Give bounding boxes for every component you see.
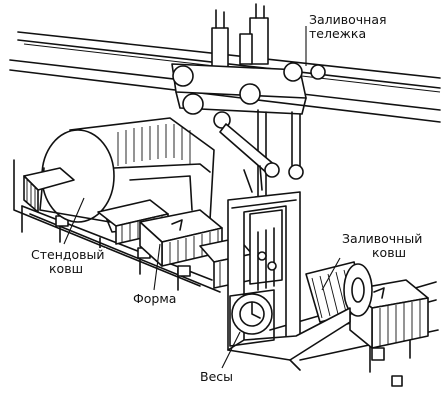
label-mould: Форма — [132, 291, 178, 306]
label-pouring-ladle: Заливочный ковш — [341, 231, 424, 260]
cart-motor-left — [211, 27, 229, 69]
pouring-cart — [171, 3, 326, 207]
label-pouring-cart-line1: Заливочная — [309, 12, 387, 27]
label-pouring-cart: Заливочная тележка — [308, 13, 388, 41]
label-stand-ladle-line2: ковш — [49, 261, 84, 276]
label-mould-text: Форма — [133, 291, 177, 306]
leader-pouring-ladle — [321, 257, 341, 291]
conveyor-left — [13, 159, 221, 293]
label-pouring-cart-line2: тележка — [309, 26, 367, 41]
leader-scales — [221, 331, 241, 369]
cart-wheel — [239, 83, 261, 105]
mould-3 — [139, 209, 223, 267]
pouring-ladle — [305, 261, 373, 323]
mould-1 — [23, 167, 75, 213]
cart-wheel — [172, 65, 194, 87]
scales-frame — [227, 191, 351, 371]
tilting-linkage — [213, 111, 304, 193]
label-pouring-ladle-line2: ковш — [372, 245, 407, 260]
cart-wheel — [283, 62, 303, 82]
cart-wheel — [182, 93, 204, 115]
leader-stand-ladle — [63, 197, 85, 245]
label-stand-ladle-line1: Стендовый — [31, 247, 105, 262]
leader-mould — [153, 243, 161, 291]
label-pouring-ladle-line1: Заливочный — [342, 231, 423, 246]
leader-lines — [63, 26, 341, 369]
label-scales-text: Весы — [200, 369, 234, 384]
label-stand-ladle: Стендовый ковш — [30, 248, 106, 276]
label-scales: Весы — [199, 369, 235, 384]
